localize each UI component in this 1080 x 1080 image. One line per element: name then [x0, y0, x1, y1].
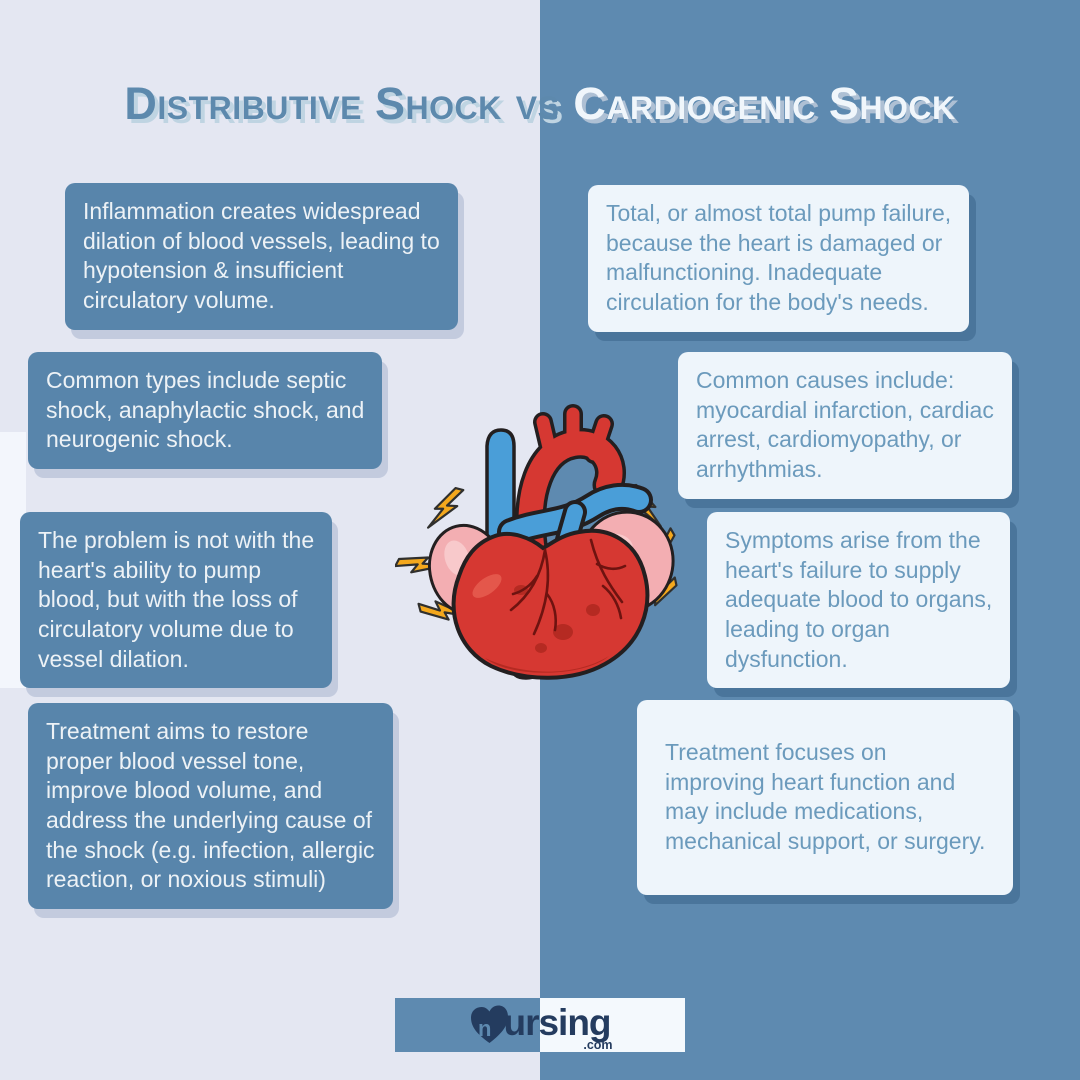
title-right-part: Cardiogenic Shock — [573, 78, 956, 129]
cardiogenic-symptoms-box: Symptoms arise from the heart's failure … — [707, 512, 1011, 689]
logo-knockout-letter: n — [478, 1016, 491, 1041]
brand-suffix: .com — [583, 1038, 613, 1052]
brand-text: ursing — [503, 1002, 611, 1043]
title-left-part: Distributive Shock — [124, 78, 502, 129]
distributive-types-box: Common types include septic shock, anaph… — [28, 352, 383, 469]
heart-illustration — [395, 404, 685, 680]
heart-icon — [427, 404, 675, 680]
distributive-treatment-box: Treatment aims to restore proper blood v… — [28, 703, 393, 909]
distributive-definition-box: Inflammation creates widespread dilation… — [65, 183, 458, 330]
nursing-heart-logo-icon: n — [471, 1005, 509, 1043]
page-title: Distributive Shock vs Cardiogenic Shock — [0, 78, 1080, 130]
brand-wordmark: ursing .com — [503, 1002, 612, 1052]
footer-logo-bar: n ursing .com — [395, 998, 685, 1052]
cardiogenic-causes-box: Common causes include: myocardial infarc… — [678, 352, 1012, 499]
brand-logo: n ursing .com — [469, 1002, 613, 1052]
distributive-problem-box: The problem is not with the heart's abil… — [20, 512, 333, 689]
cardiogenic-definition-box: Total, or almost total pump failure, bec… — [588, 185, 970, 332]
title-vs: vs — [515, 78, 560, 129]
cardiogenic-treatment-box: Treatment focuses on improving heart fun… — [637, 700, 1014, 895]
